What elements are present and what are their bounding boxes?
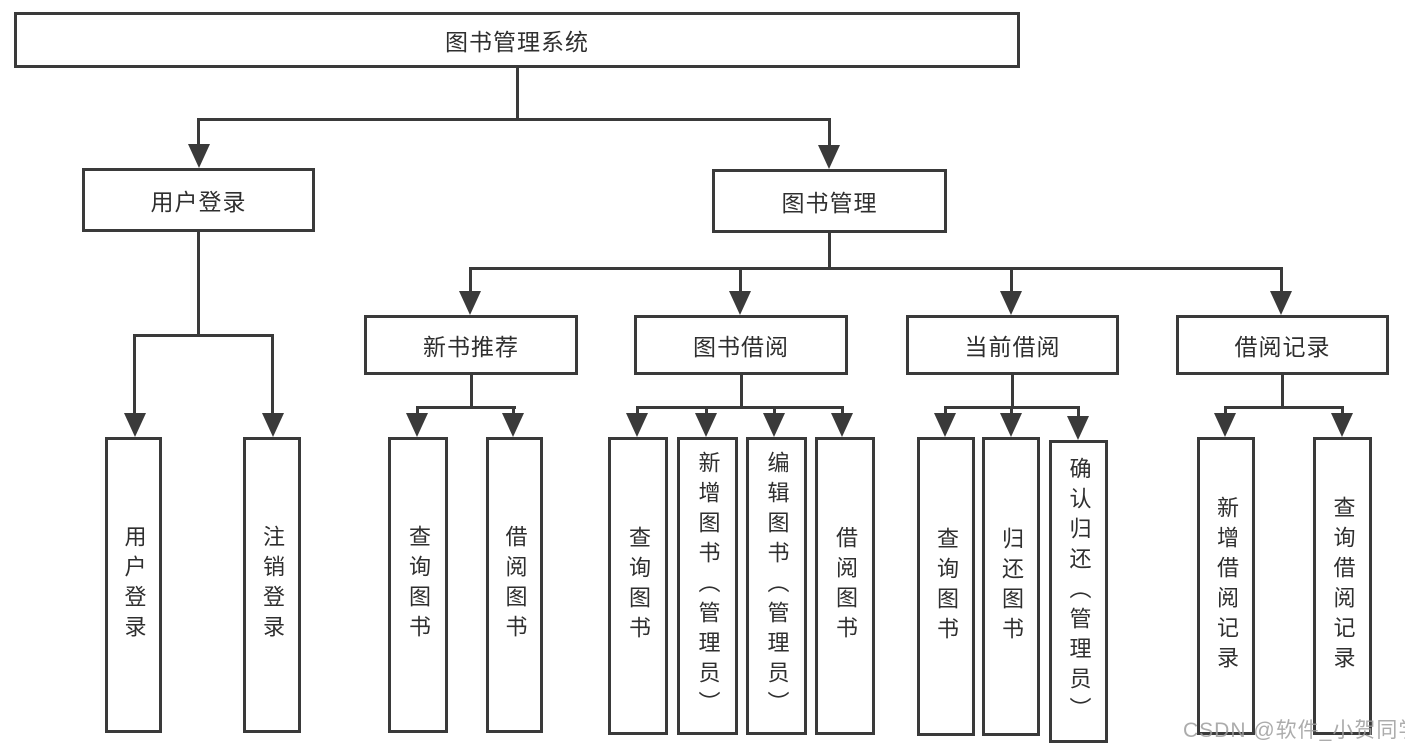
connector-line bbox=[828, 118, 831, 148]
connector-line bbox=[197, 118, 831, 121]
leaf-label: 归还图书 bbox=[999, 526, 1024, 647]
leaf-label: 查询借阅记录 bbox=[1330, 496, 1356, 676]
leaf-label: 确认归还（管理员） bbox=[1066, 456, 1092, 727]
csdn-watermark: CSDN @软件_小贺同学 bbox=[1183, 719, 1405, 742]
leaf-label: 借阅图书 bbox=[833, 526, 858, 646]
node-label: 借阅记录 bbox=[1234, 334, 1331, 360]
arrow-down-icon bbox=[406, 413, 428, 437]
connector-line bbox=[197, 232, 200, 336]
leaf-borrow-books: 借阅图书 bbox=[486, 437, 543, 733]
leaf-label: 借阅图书 bbox=[502, 525, 528, 645]
node-label: 用户登录 bbox=[150, 189, 247, 215]
connector-line bbox=[1280, 267, 1283, 295]
node-book-borrowing: 图书借阅 bbox=[634, 315, 848, 375]
node-user-login: 用户登录 bbox=[82, 168, 315, 232]
leaf-borrow-books: 借阅图书 bbox=[815, 437, 875, 735]
connector-line bbox=[636, 406, 844, 409]
connector-line bbox=[739, 267, 742, 295]
connector-line bbox=[470, 375, 473, 409]
leaf-label: 用户登录 bbox=[121, 525, 147, 645]
leaf-confirm-return-admin: 确认归还（管理员） bbox=[1049, 440, 1108, 743]
connector-line bbox=[271, 334, 274, 418]
connector-line bbox=[828, 233, 831, 270]
leaf-label: 查询图书 bbox=[934, 526, 959, 647]
arrow-down-icon bbox=[1000, 291, 1022, 315]
node-label: 图书借阅 bbox=[693, 334, 789, 360]
connector-line bbox=[1281, 375, 1284, 409]
leaf-return-books: 归还图书 bbox=[982, 437, 1040, 736]
leaf-label: 新增借阅记录 bbox=[1214, 496, 1239, 676]
leaf-logout: 注销登录 bbox=[243, 437, 301, 733]
arrow-down-icon bbox=[1331, 413, 1353, 437]
connector-line bbox=[1224, 406, 1344, 409]
leaf-label: 注销登录 bbox=[260, 525, 285, 645]
node-borrowing-records: 借阅记录 bbox=[1176, 315, 1389, 375]
arrow-down-icon bbox=[262, 413, 284, 437]
leaf-label: 查询图书 bbox=[406, 525, 431, 645]
leaf-query-books: 查询图书 bbox=[608, 437, 668, 735]
arrow-down-icon bbox=[502, 413, 524, 437]
connector-line bbox=[469, 267, 1283, 270]
connector-line bbox=[516, 68, 519, 121]
connector-line bbox=[416, 406, 516, 409]
connector-line bbox=[133, 334, 136, 418]
leaf-query-borrow-record: 查询借阅记录 bbox=[1313, 437, 1372, 735]
leaf-edit-book-admin: 编辑图书（管理员） bbox=[746, 437, 807, 735]
arrow-down-icon bbox=[934, 413, 956, 437]
node-label: 当前借阅 bbox=[964, 334, 1061, 360]
node-label: 新书推荐 bbox=[423, 334, 519, 360]
leaf-add-borrow-record: 新增借阅记录 bbox=[1197, 437, 1255, 735]
node-book-management: 图书管理 bbox=[712, 169, 947, 233]
connector-line bbox=[1077, 406, 1080, 423]
leaf-add-book-admin: 新增图书（管理员） bbox=[677, 437, 738, 735]
arrow-down-icon bbox=[188, 144, 210, 168]
node-current-borrowing: 当前借阅 bbox=[906, 315, 1119, 375]
arrow-down-icon bbox=[1270, 291, 1292, 315]
connector-line bbox=[469, 267, 472, 295]
arrow-down-icon bbox=[729, 291, 751, 315]
leaf-label: 编辑图书（管理员） bbox=[764, 451, 790, 721]
leaf-query-books: 查询图书 bbox=[917, 437, 975, 736]
arrow-down-icon bbox=[1214, 413, 1236, 437]
arrow-down-icon bbox=[459, 291, 481, 315]
connector-line bbox=[197, 118, 200, 148]
leaf-label: 新增图书（管理员） bbox=[695, 451, 721, 721]
arrow-down-icon bbox=[124, 413, 146, 437]
node-label: 图书管理系统 bbox=[445, 29, 589, 55]
arrow-down-icon bbox=[695, 413, 717, 437]
arrow-down-icon bbox=[1067, 416, 1089, 440]
leaf-query-books: 查询图书 bbox=[388, 437, 448, 733]
connector-line bbox=[1011, 375, 1014, 409]
arrow-down-icon bbox=[626, 413, 648, 437]
node-library-management-system: 图书管理系统 bbox=[14, 12, 1020, 68]
connector-line bbox=[133, 334, 274, 337]
arrow-down-icon bbox=[763, 413, 785, 437]
node-label: 图书管理 bbox=[781, 190, 878, 216]
leaf-label: 查询图书 bbox=[626, 526, 651, 646]
arrow-down-icon bbox=[1000, 413, 1022, 437]
connector-line bbox=[1010, 267, 1013, 295]
arrow-down-icon bbox=[818, 145, 840, 169]
node-new-book-recommendation: 新书推荐 bbox=[364, 315, 578, 375]
connector-line bbox=[740, 375, 743, 409]
arrow-down-icon bbox=[831, 413, 853, 437]
leaf-user-login: 用户登录 bbox=[105, 437, 162, 733]
